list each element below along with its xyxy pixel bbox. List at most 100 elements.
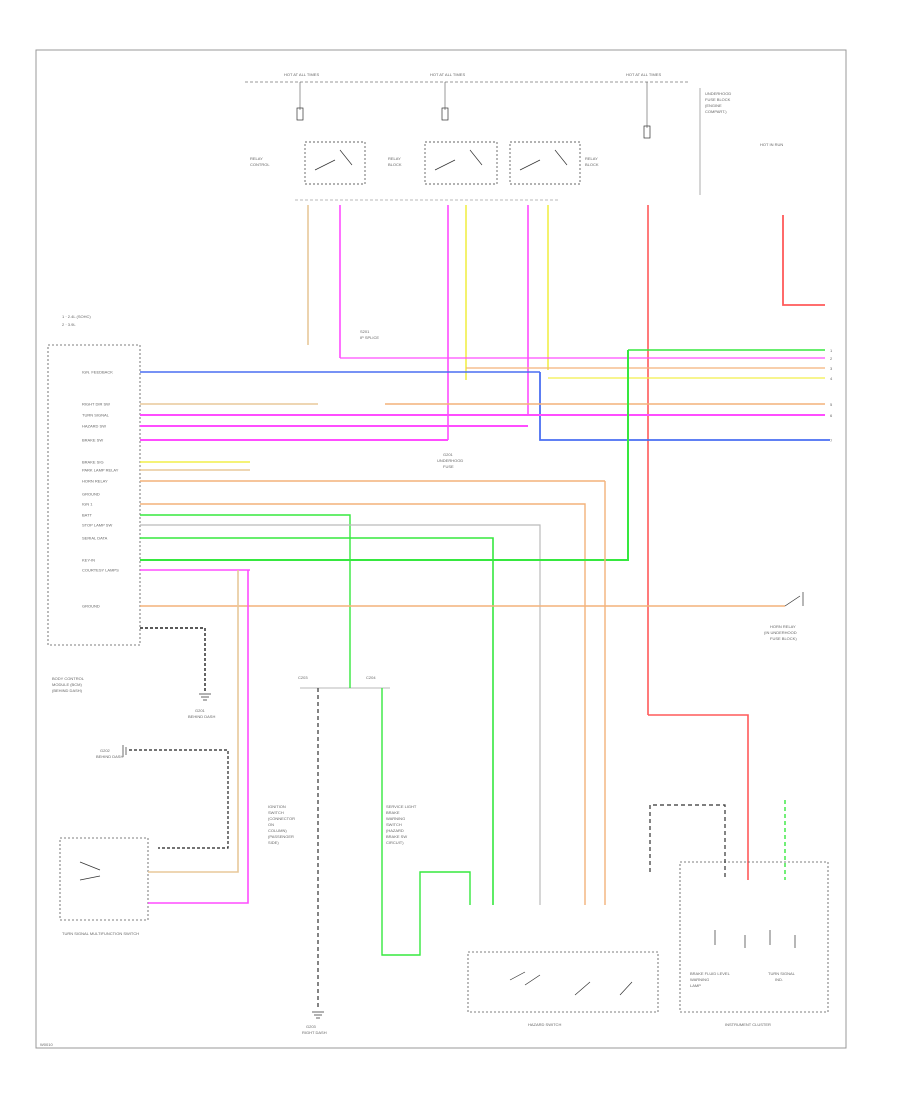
svg-text:HOT AT ALL TIMES: HOT AT ALL TIMES (430, 72, 465, 77)
svg-text:G201: G201 (443, 452, 454, 457)
note-line: (PASSENGER (268, 834, 294, 839)
svg-text:HOT AT ALL TIMES: HOT AT ALL TIMES (626, 72, 661, 77)
svg-text:MODULE (BCM): MODULE (BCM) (52, 682, 82, 687)
note-line: (HAZARD (386, 828, 404, 833)
svg-text:RELAY: RELAY (585, 156, 598, 161)
bcm-pin-label: IGN. FEEDBACK (82, 370, 113, 375)
ground-g2: G202 BEHIND DASH (96, 745, 229, 849)
center-splice: G201 UNDERHOOD FUSE (437, 452, 463, 469)
wire-red-ipc (648, 714, 749, 880)
svg-text:LAMP: LAMP (690, 983, 701, 988)
svg-text:FUSE: FUSE (443, 464, 454, 469)
note-line: SWITCH (268, 810, 284, 815)
svg-text:COMPART.): COMPART.) (705, 109, 727, 114)
relay-2: RELAY BLOCK (388, 141, 498, 185)
bcm-module: IGN. FEEDBACK RIGHT DIR SW TURN SIGNAL HAZA… (47, 344, 141, 693)
hazard-switch: HAZARD SWITCH (467, 951, 659, 1027)
svg-text:HOT AT ALL TIMES: HOT AT ALL TIMES (284, 72, 319, 77)
svg-text:1 · 2.4L (SOHC): 1 · 2.4L (SOHC) (62, 314, 91, 319)
svg-text:C203: C203 (298, 675, 308, 680)
bcm-pin-label: STOP LAMP SW (82, 523, 112, 528)
relay-1: RELAY CONTROL (250, 141, 366, 185)
hwire-blue-down (539, 372, 830, 441)
wire-black-ground (140, 627, 206, 692)
svg-text:TURN SIGNAL MULTIFUNCTION SWIT: TURN SIGNAL MULTIFUNCTION SWITCH (62, 931, 139, 936)
svg-text:UNDERHOOD: UNDERHOOD (437, 458, 463, 463)
note-line: COLUMN) (268, 828, 287, 833)
svg-text:(ENGINE: (ENGINE (705, 103, 722, 108)
note-line: SIDE) (268, 840, 279, 845)
wire-black-cluster (649, 804, 726, 880)
svg-text:RIGHT DASH: RIGHT DASH (302, 1030, 327, 1035)
bcm-pin-label: BRAKE SIG (82, 460, 104, 465)
bcm-pin-label: HORN RELAY (82, 479, 108, 484)
bcm-pin-label: GROUND (82, 604, 100, 609)
svg-text:IND.: IND. (775, 977, 783, 982)
svg-text:FUSE BLOCK: FUSE BLOCK (705, 97, 731, 102)
svg-text:G202: G202 (100, 748, 111, 753)
fuse-1: HOT AT ALL TIMES (284, 72, 319, 121)
bcm-pin-label: BRAKE SW (82, 438, 103, 443)
svg-text:G203: G203 (306, 1024, 317, 1029)
hwire-green-5 (140, 514, 351, 625)
fuse-3: HOT AT ALL TIMES (626, 72, 661, 139)
svg-text:WARNING: WARNING (690, 977, 709, 982)
svg-text:IP SPLICE: IP SPLICE (360, 335, 379, 340)
bcm-pin-label: BATT (82, 513, 92, 518)
note-line: BRAKE SW (386, 834, 407, 839)
bcm-pin-label: RIGHT DIR SW (82, 402, 110, 407)
wire-pink-ts (148, 570, 249, 904)
hwire-green-7 (140, 537, 494, 905)
right-connector-ends: 1 2 3 4 5 6 7 (830, 348, 833, 443)
svg-text:HOT IN RUN: HOT IN RUN (760, 142, 783, 147)
wire-green-center (349, 625, 471, 956)
svg-text:TURN SIGNAL: TURN SIGNAL (768, 971, 796, 976)
svg-text:C204: C204 (366, 675, 376, 680)
svg-text:7: 7 (830, 438, 833, 443)
svg-text:BEHIND DASH: BEHIND DASH (96, 754, 123, 759)
turn-signal-switch: TURN SIGNAL MULTIFUNCTION SWITCH (59, 837, 149, 936)
svg-text:UNDERHOOD: UNDERHOOD (705, 91, 731, 96)
relay-3: RELAY BLOCK (509, 141, 599, 185)
svg-text:4: 4 (830, 376, 833, 381)
svg-text:2 · 3.9L: 2 · 3.9L (62, 322, 76, 327)
bcm-pin-label: GROUND (82, 492, 100, 497)
svg-text:BLOCK: BLOCK (585, 162, 599, 167)
svg-text:RELAY: RELAY (388, 156, 401, 161)
svg-text:BLOCK: BLOCK (388, 162, 402, 167)
svg-text:1: 1 (830, 348, 833, 353)
ground-g1: G201 BEHIND DASH (188, 693, 215, 719)
note-line: CIRCUIT) (386, 840, 404, 845)
svg-text:INSTRUMENT CLUSTER: INSTRUMENT CLUSTER (725, 1022, 771, 1027)
fuse-2: HOT AT ALL TIMES (430, 72, 465, 121)
vertical-note-left: IGNITIONSWITCH(CONNECTORONCOLUMN)(PASSEN… (268, 804, 295, 845)
note-line: SERVICE LIGHT (386, 804, 417, 809)
svg-text:G201: G201 (195, 708, 206, 713)
hwire-orange-4 (140, 503, 586, 905)
svg-text:(IN UNDERHOOD: (IN UNDERHOOD (764, 630, 797, 635)
note-line: IGNITION (268, 804, 286, 809)
wire-red-top-right (782, 215, 825, 306)
hwire-gray-6 (140, 524, 541, 905)
svg-text:BODY CONTROL: BODY CONTROL (52, 676, 85, 681)
svg-text:CONTROL: CONTROL (250, 162, 270, 167)
note-line: WARNING (386, 816, 405, 821)
diagram-frame (35, 49, 847, 1049)
svg-text:BEHIND DASH: BEHIND DASH (188, 714, 215, 719)
bcm-pin-label: HAZARD SW (82, 424, 106, 429)
bcm-pin-label: COURTESY LAMPS (82, 568, 119, 573)
svg-text:HAZARD SWITCH: HAZARD SWITCH (528, 1022, 561, 1027)
bcm-pin-label: IGN 1 (82, 502, 93, 507)
svg-text:6: 6 (830, 413, 833, 418)
bcm-pin-label: TURN SIGNAL (82, 413, 110, 418)
svg-text:3: 3 (830, 366, 833, 371)
center-connectors: C203 C204 (298, 675, 390, 689)
ground-g3: G203 RIGHT DASH (302, 1011, 327, 1035)
legend: 1 · 2.4L (SOHC) 2 · 3.9L (62, 314, 91, 327)
note-line: BRAKE (386, 810, 400, 815)
note-line: (CONNECTOR (268, 816, 295, 821)
svg-text:RELAY: RELAY (250, 156, 263, 161)
footer-id: W0010 (40, 1042, 53, 1047)
vertical-note-right: SERVICE LIGHTBRAKEWARNINGSWITCH(HAZARDBR… (386, 804, 417, 845)
